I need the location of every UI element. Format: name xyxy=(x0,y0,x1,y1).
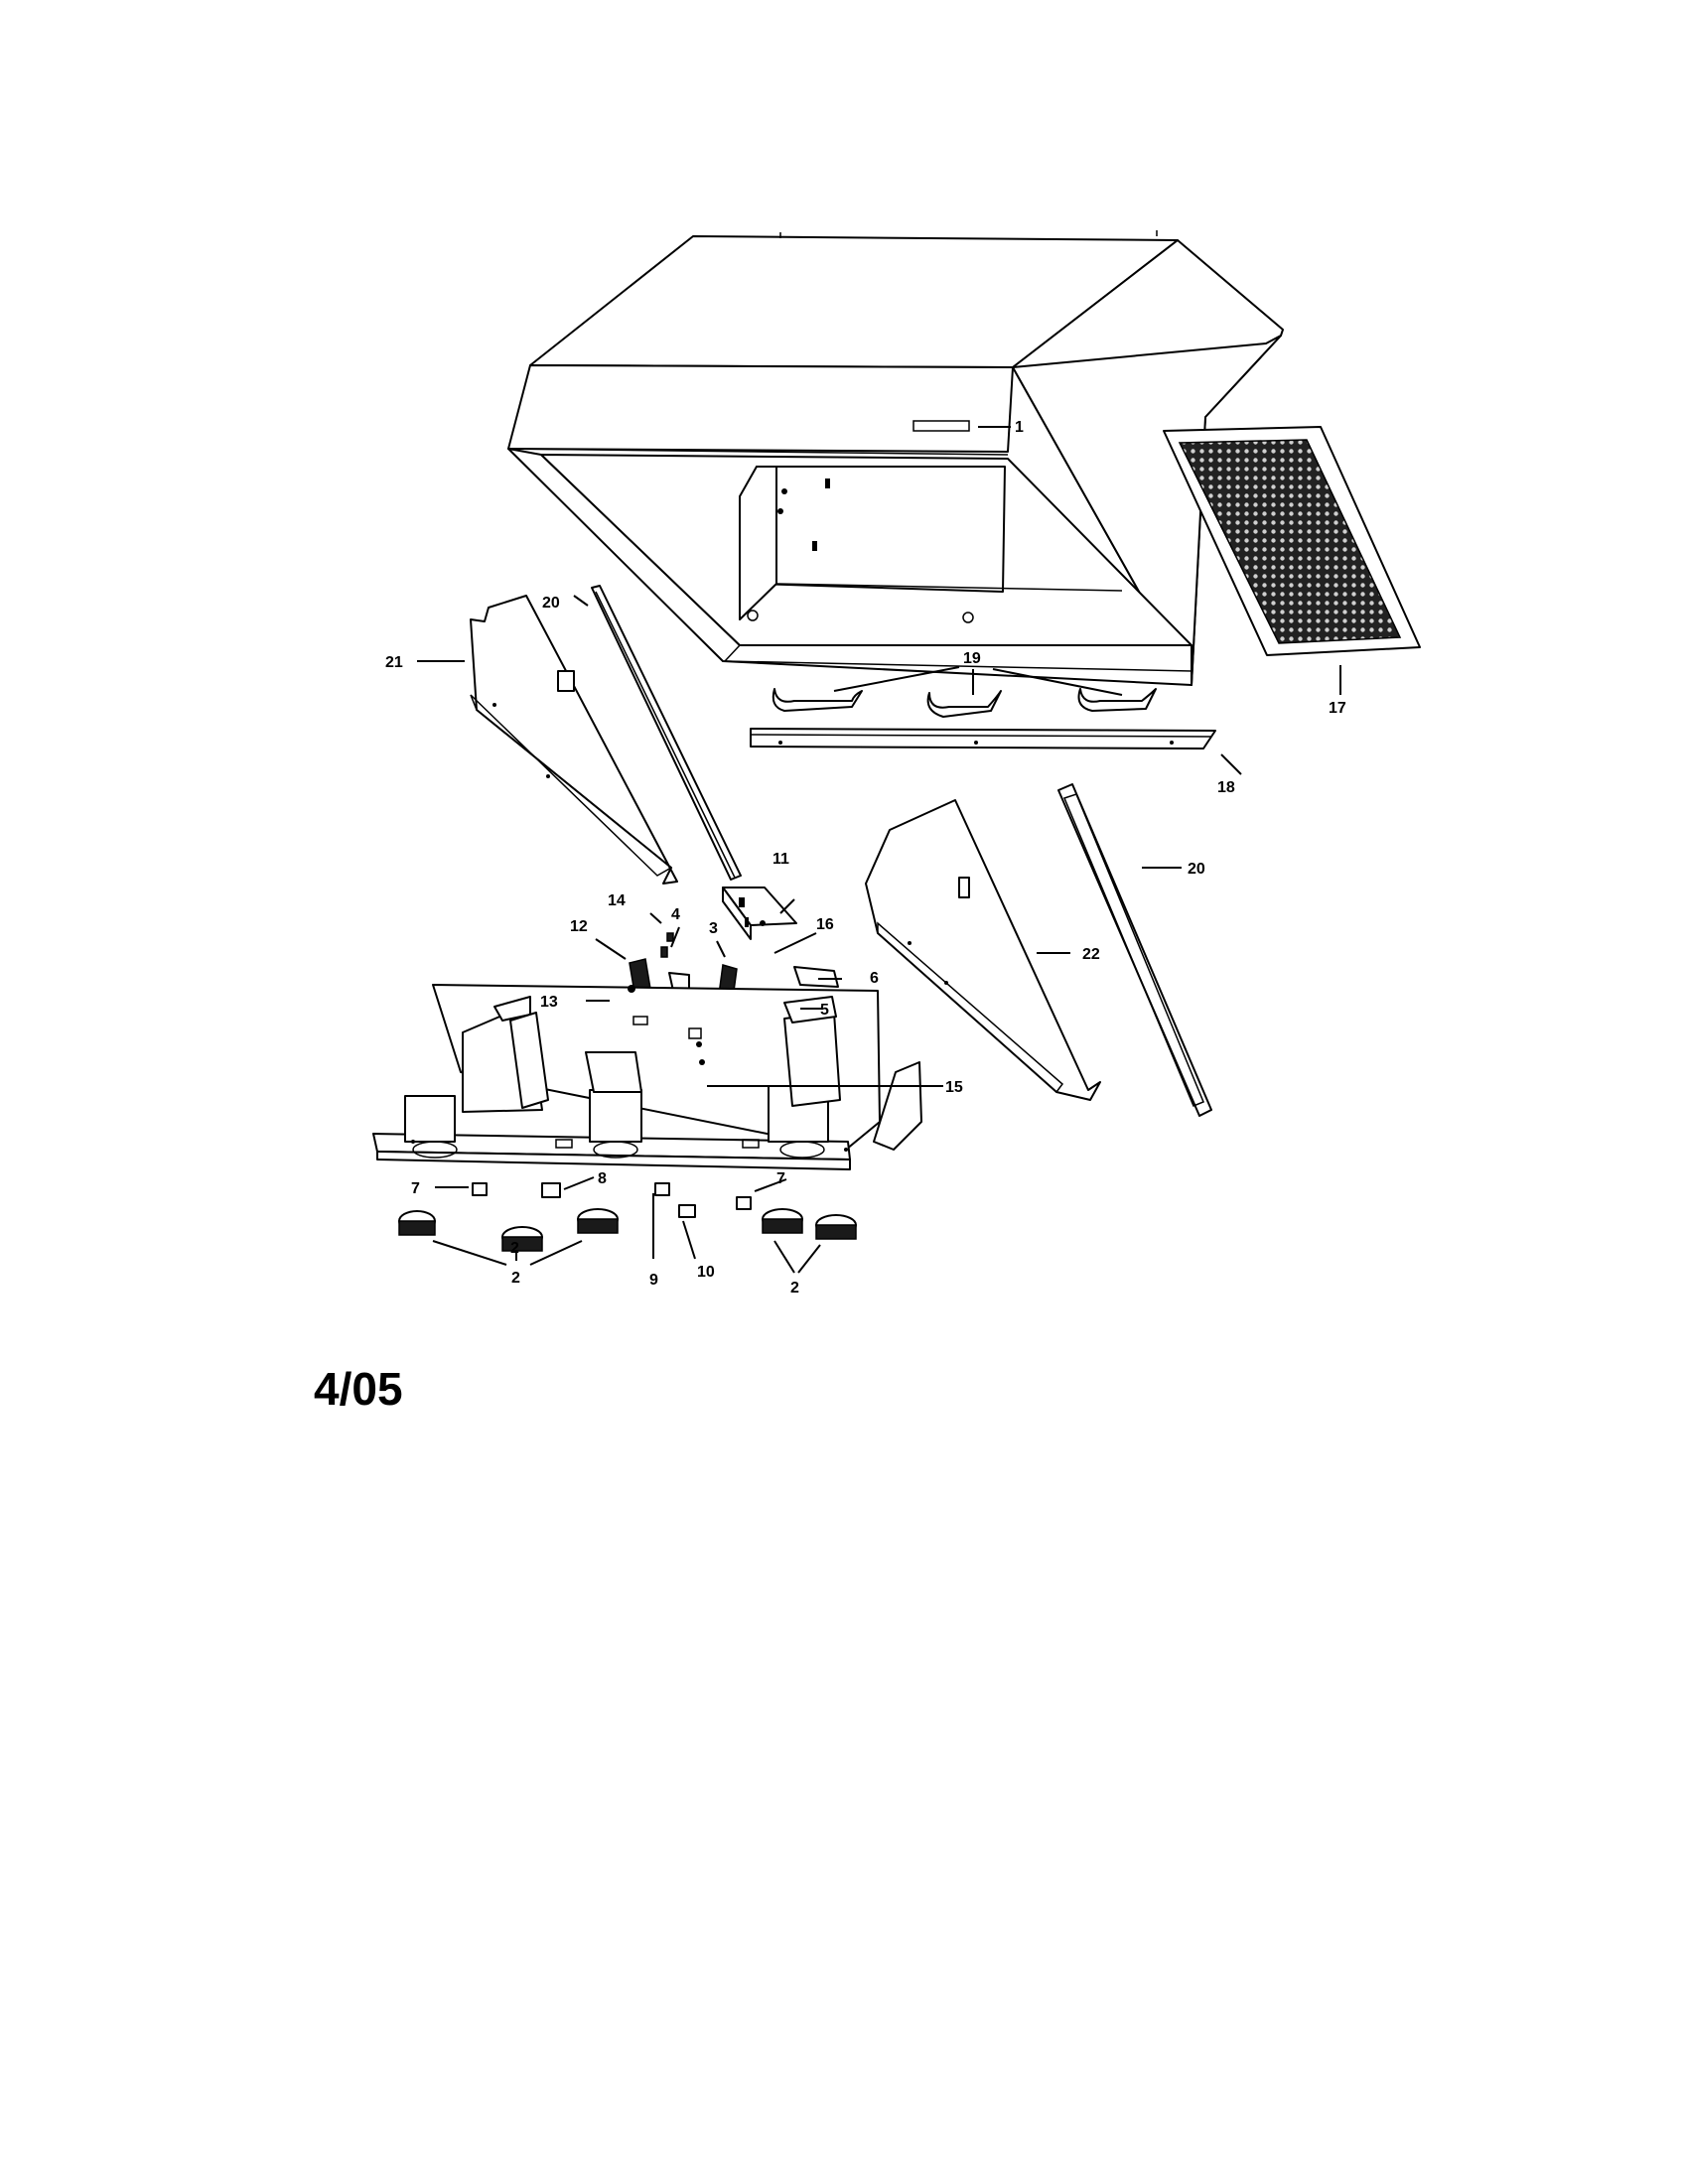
channel-rail-right xyxy=(1057,783,1212,1117)
callout-10: 10 xyxy=(697,1264,715,1281)
callout-7-left: 7 xyxy=(411,1180,420,1197)
grease-filter xyxy=(1163,426,1421,656)
switches xyxy=(472,1182,752,1218)
callout-5: 5 xyxy=(820,1002,829,1019)
callout-16: 16 xyxy=(816,916,834,933)
hood-body xyxy=(507,230,1284,686)
callout-labels: 1 17 18 19 20 21 20 22 11 14 4 3 16 12 1… xyxy=(385,419,1346,1297)
callout-6: 6 xyxy=(870,970,879,987)
callout-11: 11 xyxy=(772,851,789,868)
callout-8: 8 xyxy=(598,1170,607,1187)
callout-1: 1 xyxy=(1015,419,1024,436)
callout-17: 17 xyxy=(1329,700,1346,717)
callout-13: 13 xyxy=(540,994,558,1011)
side-panel-left xyxy=(470,595,678,885)
callout-12: 12 xyxy=(570,918,588,935)
leader-lines xyxy=(417,426,1341,1274)
callout-7-right: 7 xyxy=(776,1170,785,1187)
callout-21: 21 xyxy=(385,654,403,671)
callout-14: 14 xyxy=(608,892,626,909)
callout-15: 15 xyxy=(945,1079,963,1096)
callout-19: 19 xyxy=(963,650,981,667)
callout-20-right: 20 xyxy=(1188,861,1205,878)
callout-20-left: 20 xyxy=(542,595,560,612)
blower-housing-assembly xyxy=(372,984,922,1170)
callout-2-left: 2 xyxy=(511,1270,520,1287)
callout-18: 18 xyxy=(1217,779,1235,796)
revision-date-code: 4/05 xyxy=(314,1363,403,1415)
callout-22: 22 xyxy=(1082,946,1100,963)
callout-3: 3 xyxy=(709,920,718,937)
callout-2-under: 2 xyxy=(510,1240,519,1257)
filter-clips xyxy=(772,688,1157,718)
lamp-sockets xyxy=(398,1208,857,1252)
callout-9: 9 xyxy=(649,1272,658,1289)
side-panel-right xyxy=(865,799,1101,1101)
junction-box-cover xyxy=(722,887,797,940)
channel-rail-left xyxy=(591,585,742,881)
callout-2-right: 2 xyxy=(790,1280,799,1297)
front-trim-rail xyxy=(750,728,1216,750)
callout-4: 4 xyxy=(671,906,680,923)
